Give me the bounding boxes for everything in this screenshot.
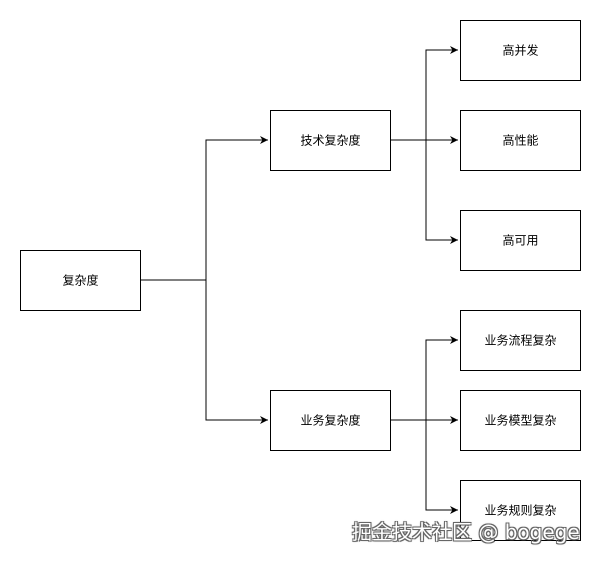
node-process-complexity: 业务流程复杂 (460, 310, 581, 371)
node-rule-complexity-label: 业务规则复杂 (484, 503, 556, 518)
node-high-performance-label: 高性能 (502, 133, 538, 148)
node-root-label: 复杂度 (62, 273, 98, 288)
node-root: 复杂度 (20, 250, 141, 311)
node-technical-complexity: 技术复杂度 (270, 110, 391, 171)
node-process-complexity-label: 业务流程复杂 (484, 333, 556, 348)
connector-technical-to-high-availability (390, 139, 458, 244)
node-technical-complexity-label: 技术复杂度 (300, 133, 360, 148)
connector-business-to-process (390, 336, 458, 421)
connector-business-to-rule (390, 419, 458, 514)
connector-root-to-technical (140, 136, 268, 281)
node-model-complexity-label: 业务模型复杂 (484, 413, 556, 428)
connector-root-to-business (140, 279, 268, 424)
watermark-text: 掘金技术社区 @ bogege (352, 520, 580, 544)
connector-technical-to-high-concurrency (390, 46, 458, 141)
node-high-availability: 高可用 (460, 210, 581, 271)
node-high-performance: 高性能 (460, 110, 581, 171)
node-business-complexity: 业务复杂度 (270, 390, 391, 451)
node-business-complexity-label: 业务复杂度 (300, 413, 360, 428)
node-high-availability-label: 高可用 (502, 233, 538, 248)
node-high-concurrency: 高并发 (460, 20, 581, 81)
node-rule-complexity: 业务规则复杂 (460, 480, 581, 541)
node-high-concurrency-label: 高并发 (502, 43, 538, 58)
node-model-complexity: 业务模型复杂 (460, 390, 581, 451)
